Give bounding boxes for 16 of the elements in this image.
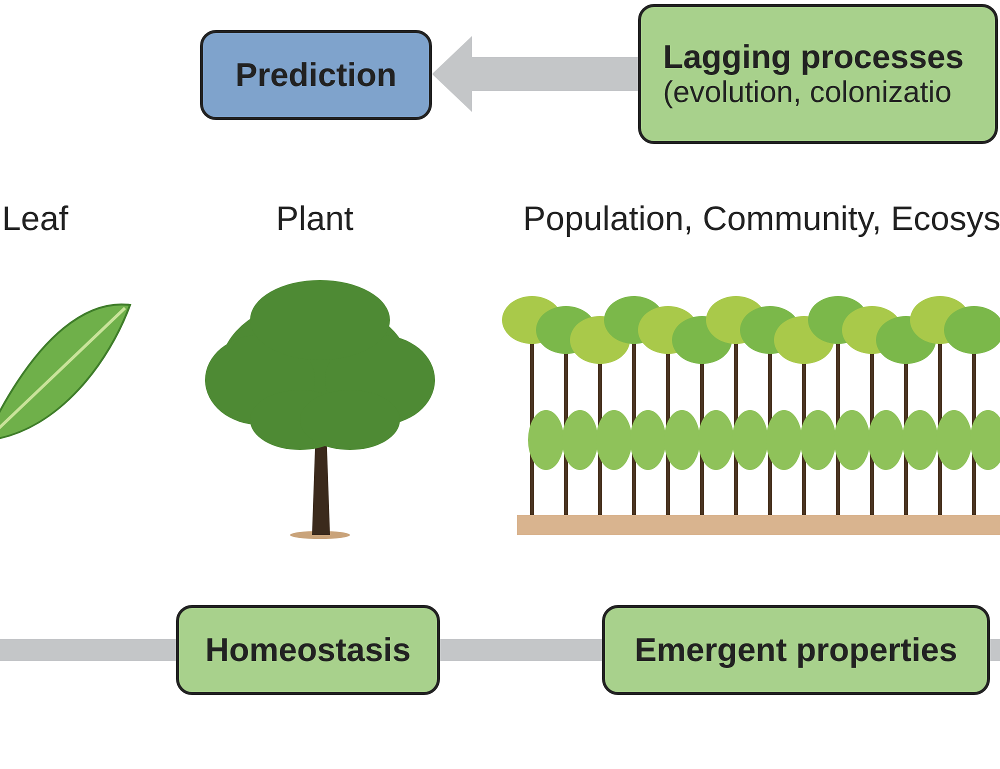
box-title: Prediction (234, 56, 398, 94)
connector-bar (440, 639, 602, 661)
box-title: Homeostasis (204, 631, 412, 669)
process-box (602, 605, 990, 695)
box-title: Lagging processes (663, 38, 965, 76)
box-subtitle: (evolution, colonizatio (663, 76, 953, 110)
process-box (176, 605, 440, 695)
level-label: Plant (276, 200, 354, 239)
level-label: Population, Community, Ecosys (523, 200, 1000, 239)
arrow (432, 36, 638, 112)
process-box (638, 4, 998, 144)
box-title: Emergent properties (634, 631, 958, 669)
connector-bar (990, 639, 1000, 661)
process-box (200, 30, 432, 120)
level-label: Leaf (2, 200, 68, 239)
connector-bar (0, 639, 176, 661)
